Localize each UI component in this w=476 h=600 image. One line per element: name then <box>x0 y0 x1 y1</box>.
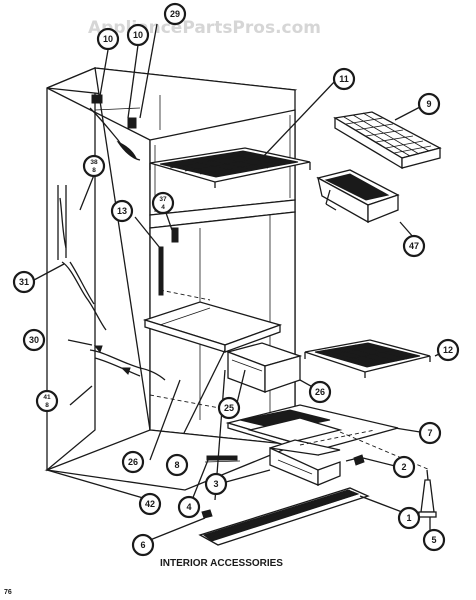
leveling-leg <box>418 469 437 518</box>
svg-text:8: 8 <box>92 167 96 174</box>
svg-text:6: 6 <box>140 540 145 550</box>
ice-cube-tray <box>333 111 442 170</box>
svg-text:25: 25 <box>224 403 234 413</box>
callout-9: 9 <box>417 92 441 116</box>
svg-text:1: 1 <box>406 513 411 523</box>
callout-6: 6 <box>131 533 155 557</box>
svg-text:9: 9 <box>426 99 431 109</box>
svg-text:29: 29 <box>170 9 180 19</box>
svg-text:8: 8 <box>174 460 179 470</box>
svg-text:10: 10 <box>103 34 113 44</box>
svg-text:41: 41 <box>43 394 51 401</box>
callout-41-8: 41 8 <box>35 389 59 413</box>
svg-text:4: 4 <box>161 204 165 211</box>
svg-text:37: 37 <box>159 196 167 203</box>
callout-5: 5 <box>422 528 446 552</box>
clip-part <box>204 455 241 463</box>
callout-47: 47 <box>402 234 426 258</box>
callout-30: 30 <box>22 328 46 352</box>
svg-text:2: 2 <box>401 462 406 472</box>
callout-13: 13 <box>110 199 134 223</box>
callout-2: 2 <box>392 455 416 479</box>
callout-38-8: 38 8 <box>82 154 106 178</box>
callout-7: 7 <box>418 421 442 445</box>
svg-text:47: 47 <box>409 241 419 251</box>
svg-text:31: 31 <box>19 277 29 287</box>
callout-10-right: 10 <box>126 23 150 47</box>
svg-text:13: 13 <box>117 206 127 216</box>
svg-text:4: 4 <box>186 502 191 512</box>
svg-text:30: 30 <box>29 335 39 345</box>
callout-42: 42 <box>138 492 162 516</box>
callout-4: 4 <box>177 495 201 519</box>
page-number: 76 <box>4 589 12 596</box>
upper-crisper-drawer <box>225 342 303 393</box>
svg-text:10: 10 <box>133 30 143 40</box>
ice-bucket <box>316 169 400 224</box>
freezer-wire-shelf <box>149 147 311 188</box>
toe-grille <box>198 487 370 546</box>
callout-37-4: 37 4 <box>151 191 175 215</box>
svg-text:26: 26 <box>315 387 325 397</box>
screw-part <box>201 454 365 519</box>
callout-3: 3 <box>204 472 228 496</box>
callout-29: 29 <box>163 2 187 26</box>
diagram-caption: INTERIOR ACCESSORIES <box>160 558 283 569</box>
callout-10-left: 10 <box>96 27 120 51</box>
callout-11: 11 <box>332 67 356 91</box>
svg-text:3: 3 <box>213 479 218 489</box>
callout-12: 12 <box>436 338 460 362</box>
svg-text:7: 7 <box>427 428 432 438</box>
svg-text:42: 42 <box>145 499 155 509</box>
svg-text:11: 11 <box>339 74 349 84</box>
svg-text:12: 12 <box>443 345 453 355</box>
callout-8: 8 <box>165 453 189 477</box>
callout-25: 25 <box>217 396 241 420</box>
svg-text:26: 26 <box>128 457 138 467</box>
crisper-cover-shelf <box>142 301 283 353</box>
svg-text:38: 38 <box>90 159 98 166</box>
watermark-text: AppliancePartsPros.com <box>88 18 321 38</box>
svg-text:5: 5 <box>431 535 436 545</box>
callout-31: 31 <box>12 270 36 294</box>
fresh-food-wire-shelf <box>304 339 431 378</box>
callout-26-right: 26 <box>308 380 332 404</box>
callout-26-left: 26 <box>121 450 145 474</box>
svg-text:8: 8 <box>45 402 49 409</box>
callout-1: 1 <box>397 506 421 530</box>
